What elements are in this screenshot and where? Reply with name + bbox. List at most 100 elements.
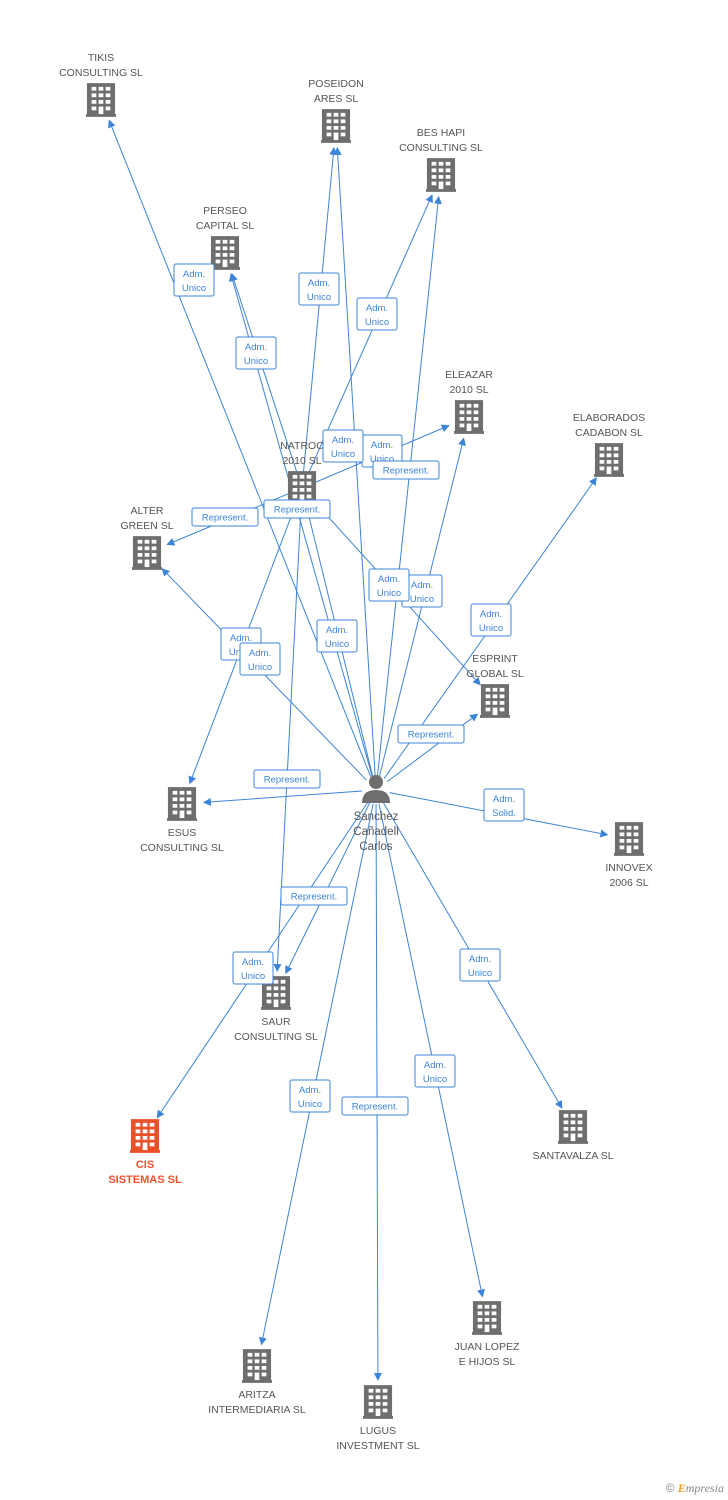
company-name-line[interactable]: 2010 SL (449, 384, 488, 396)
relation-badge-sanchez-esprint[interactable]: Represent. (397, 724, 465, 744)
company-name-line[interactable]: INTERMEDIARIA SL (208, 1404, 306, 1416)
company-node-juanlopez[interactable]: JUAN LOPEZ E HIJOS SL (455, 1301, 520, 1368)
company-name-line[interactable]: ARITZA (238, 1389, 275, 1401)
relation-label: Unico (241, 971, 265, 982)
relation-label: Unico (468, 968, 492, 979)
relation-badge-sanchez-tikis[interactable]: Adm.Unico (173, 263, 215, 297)
company-node-tikis[interactable]: TIKIS CONSULTING SL (59, 52, 143, 117)
relation-badge-sanchez-aritza[interactable]: Adm.Unico (289, 1079, 331, 1113)
relation-label: Represent. (264, 775, 310, 786)
relation-badge-sanchez-juanlopez[interactable]: Adm.Unico (414, 1054, 456, 1088)
company-name-line[interactable]: SISTEMAS SL (108, 1174, 182, 1186)
relation-label: Adm. (249, 648, 271, 659)
relation-badge-natroc-esprint[interactable]: Adm.Unico (368, 568, 410, 602)
company-name-line[interactable]: SANTAVALZA SL (532, 1150, 613, 1162)
relation-label: Adm. (366, 303, 388, 314)
relation-label: Unico (331, 449, 355, 460)
company-name-line[interactable]: SAUR (261, 1016, 291, 1028)
relation-label: Unico (365, 317, 389, 328)
company-name-line[interactable]: CADABON SL (575, 427, 643, 439)
company-name-line[interactable]: GREEN SL (120, 520, 173, 532)
relation-badge-sanchez-elaborados[interactable]: Adm.Unico (470, 603, 512, 637)
relation-badge-sanchez-beshapi[interactable]: Adm. Unico (356, 297, 398, 331)
company-node-elaborados[interactable]: ELABORADOS CADABON SL (573, 412, 645, 477)
person-name-line[interactable]: Carlos (359, 841, 392, 853)
relation-badge-sanchez-lugus[interactable]: Represent. (341, 1096, 409, 1116)
company-node-aritza[interactable]: ARITZA INTERMEDIARIA SL (208, 1349, 306, 1416)
company-name-line[interactable]: NATROC (280, 440, 324, 452)
company-name-line[interactable]: CONSULTING SL (234, 1031, 318, 1043)
company-name-line[interactable]: CONSULTING SL (59, 67, 143, 79)
company-name-line[interactable]: ARES SL (314, 93, 359, 105)
relation-badge-natroc-beshapi[interactable]: Represent. (372, 460, 440, 480)
company-name-line[interactable]: LUGUS (360, 1425, 396, 1437)
company-name-line[interactable]: ESPRINT (472, 653, 518, 665)
relation-label: Represent. (383, 466, 429, 477)
relation-badge-sanchez-poseidon[interactable]: Adm. Unico (298, 272, 340, 306)
relation-label: Unico (307, 292, 331, 303)
relation-badge-sanchez-cis[interactable]: Adm.Unico (232, 951, 274, 985)
relation-label: Adm. (371, 440, 393, 451)
company-name-line[interactable]: INVESTMENT SL (336, 1440, 419, 1452)
company-name-line[interactable]: CONSULTING SL (399, 142, 483, 154)
relation-badge-sanchez-santavalza[interactable]: Adm.Unico (459, 948, 501, 982)
relation-label: Adm. (308, 278, 330, 289)
company-name-line[interactable]: CAPITAL SL (196, 220, 255, 232)
company-node-innovex[interactable]: INNOVEX 2006 SL (605, 822, 653, 889)
company-node-eleazar[interactable]: ELEAZAR 2010 SL (445, 369, 493, 434)
relation-badge-sanchez-saur[interactable]: Represent. (280, 886, 348, 906)
building-icon (594, 443, 624, 477)
company-name-line[interactable]: GLOBAL SL (466, 668, 524, 680)
relation-label: Adm. (378, 574, 400, 585)
person-name-line[interactable]: Cañadell (353, 826, 398, 838)
relation-badge-natroc-poseidon[interactable]: Adm.Unico (322, 429, 364, 463)
company-name-line[interactable]: CONSULTING SL (140, 842, 224, 854)
footer-credit[interactable]: © Empresia (666, 1481, 724, 1496)
company-name-line[interactable]: ELABORADOS (573, 412, 645, 424)
relation-label: Unico (182, 283, 206, 294)
company-name-line[interactable]: INNOVEX (605, 862, 652, 874)
company-name-line[interactable]: E HIJOS SL (459, 1356, 516, 1368)
relation-badge-sanchez-innovex[interactable]: Adm.Solid. (483, 788, 525, 822)
relation-badge-sanchez-perseo[interactable]: Adm.Unico (235, 336, 277, 370)
company-node-esus[interactable]: ESUS CONSULTING SL (140, 787, 224, 854)
company-name-line[interactable]: TIKIS (88, 52, 114, 64)
company-node-poseidon[interactable]: POSEIDON ARES SL (308, 78, 364, 143)
building-icon (321, 109, 351, 143)
brand-name: mpresia (685, 1481, 724, 1495)
relation-badge-sanchez-esus[interactable]: Represent. (263, 499, 331, 519)
relation-edge-sanchez-juanlopez (378, 803, 485, 1298)
company-name-line[interactable]: ALTER (130, 505, 163, 517)
company-node-santavalza[interactable]: SANTAVALZA SL (532, 1110, 614, 1162)
relation-edge-sanchez-tikis (108, 119, 372, 778)
relation-label: Adm. (299, 1085, 321, 1096)
company-name-line[interactable]: 2006 SL (609, 877, 648, 889)
company-node-beshapi[interactable]: BES HAPI CONSULTING SL (399, 127, 483, 192)
company-name-line[interactable]: CIS (136, 1159, 154, 1171)
company-node-esprint[interactable]: ESPRINT GLOBAL SL (466, 653, 524, 718)
relation-edge-sanchez-aritza (258, 803, 374, 1346)
relation-badge-natroc-altergreen[interactable]: Adm.Unico (239, 642, 281, 676)
company-name-line[interactable]: JUAN LOPEZ (455, 1341, 520, 1353)
company-node-cis[interactable]: CIS SISTEMAS SL (108, 1119, 182, 1186)
relation-badge-sanchez-natroc[interactable]: Adm.Unico (316, 619, 358, 653)
company-name-line[interactable]: PERSEO (203, 205, 247, 217)
relation-label: Adm. (480, 609, 502, 620)
company-node-perseo[interactable]: PERSEO CAPITAL SL (196, 205, 255, 270)
company-node-lugus[interactable]: LUGUS INVESTMENT SL (336, 1385, 420, 1452)
person-name-line[interactable]: Sanchez (354, 811, 399, 823)
company-node-natroc[interactable]: NATROC 2010 SL (280, 440, 324, 505)
relation-edge-sanchez-beshapi (376, 195, 442, 777)
company-node-altergreen[interactable]: ALTER GREEN SL (120, 505, 174, 570)
relation-badge-sanchez-altergreen[interactable]: Represent. (253, 769, 321, 789)
relation-label: Unico (325, 639, 349, 650)
company-node-saur[interactable]: SAUR CONSULTING SL (234, 976, 318, 1043)
company-name-line[interactable]: 2010 SL (282, 455, 321, 467)
company-name-line[interactable]: ESUS (168, 827, 197, 839)
company-name-line[interactable]: BES HAPI (417, 127, 465, 139)
relation-badge-natroc-eleazar[interactable]: Represent. (191, 507, 259, 527)
company-name-line[interactable]: POSEIDON (308, 78, 363, 90)
company-name-line[interactable]: ELEAZAR (445, 369, 493, 381)
